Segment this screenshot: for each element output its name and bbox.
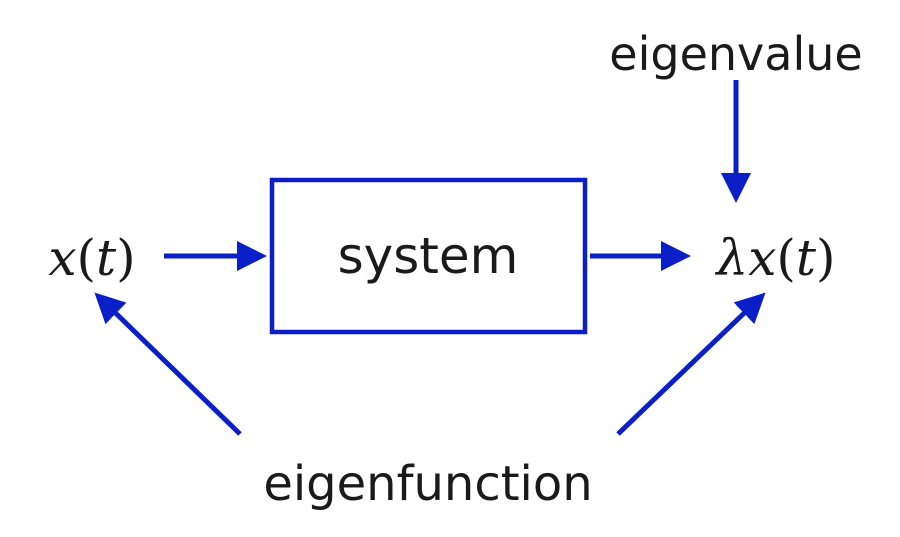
output-signal-label: λx(t) [714, 229, 835, 287]
eigenfunction-label: eigenfunction [263, 456, 592, 512]
arrow-eigenfunction-to-input [94, 292, 242, 436]
eigenvalue-label: eigenvalue [609, 27, 862, 81]
system-box [269, 177, 588, 335]
system-label: system [338, 227, 519, 285]
input-signal-label: x(t) [48, 229, 135, 287]
arrow-eigenfunction-to-output [616, 292, 766, 436]
